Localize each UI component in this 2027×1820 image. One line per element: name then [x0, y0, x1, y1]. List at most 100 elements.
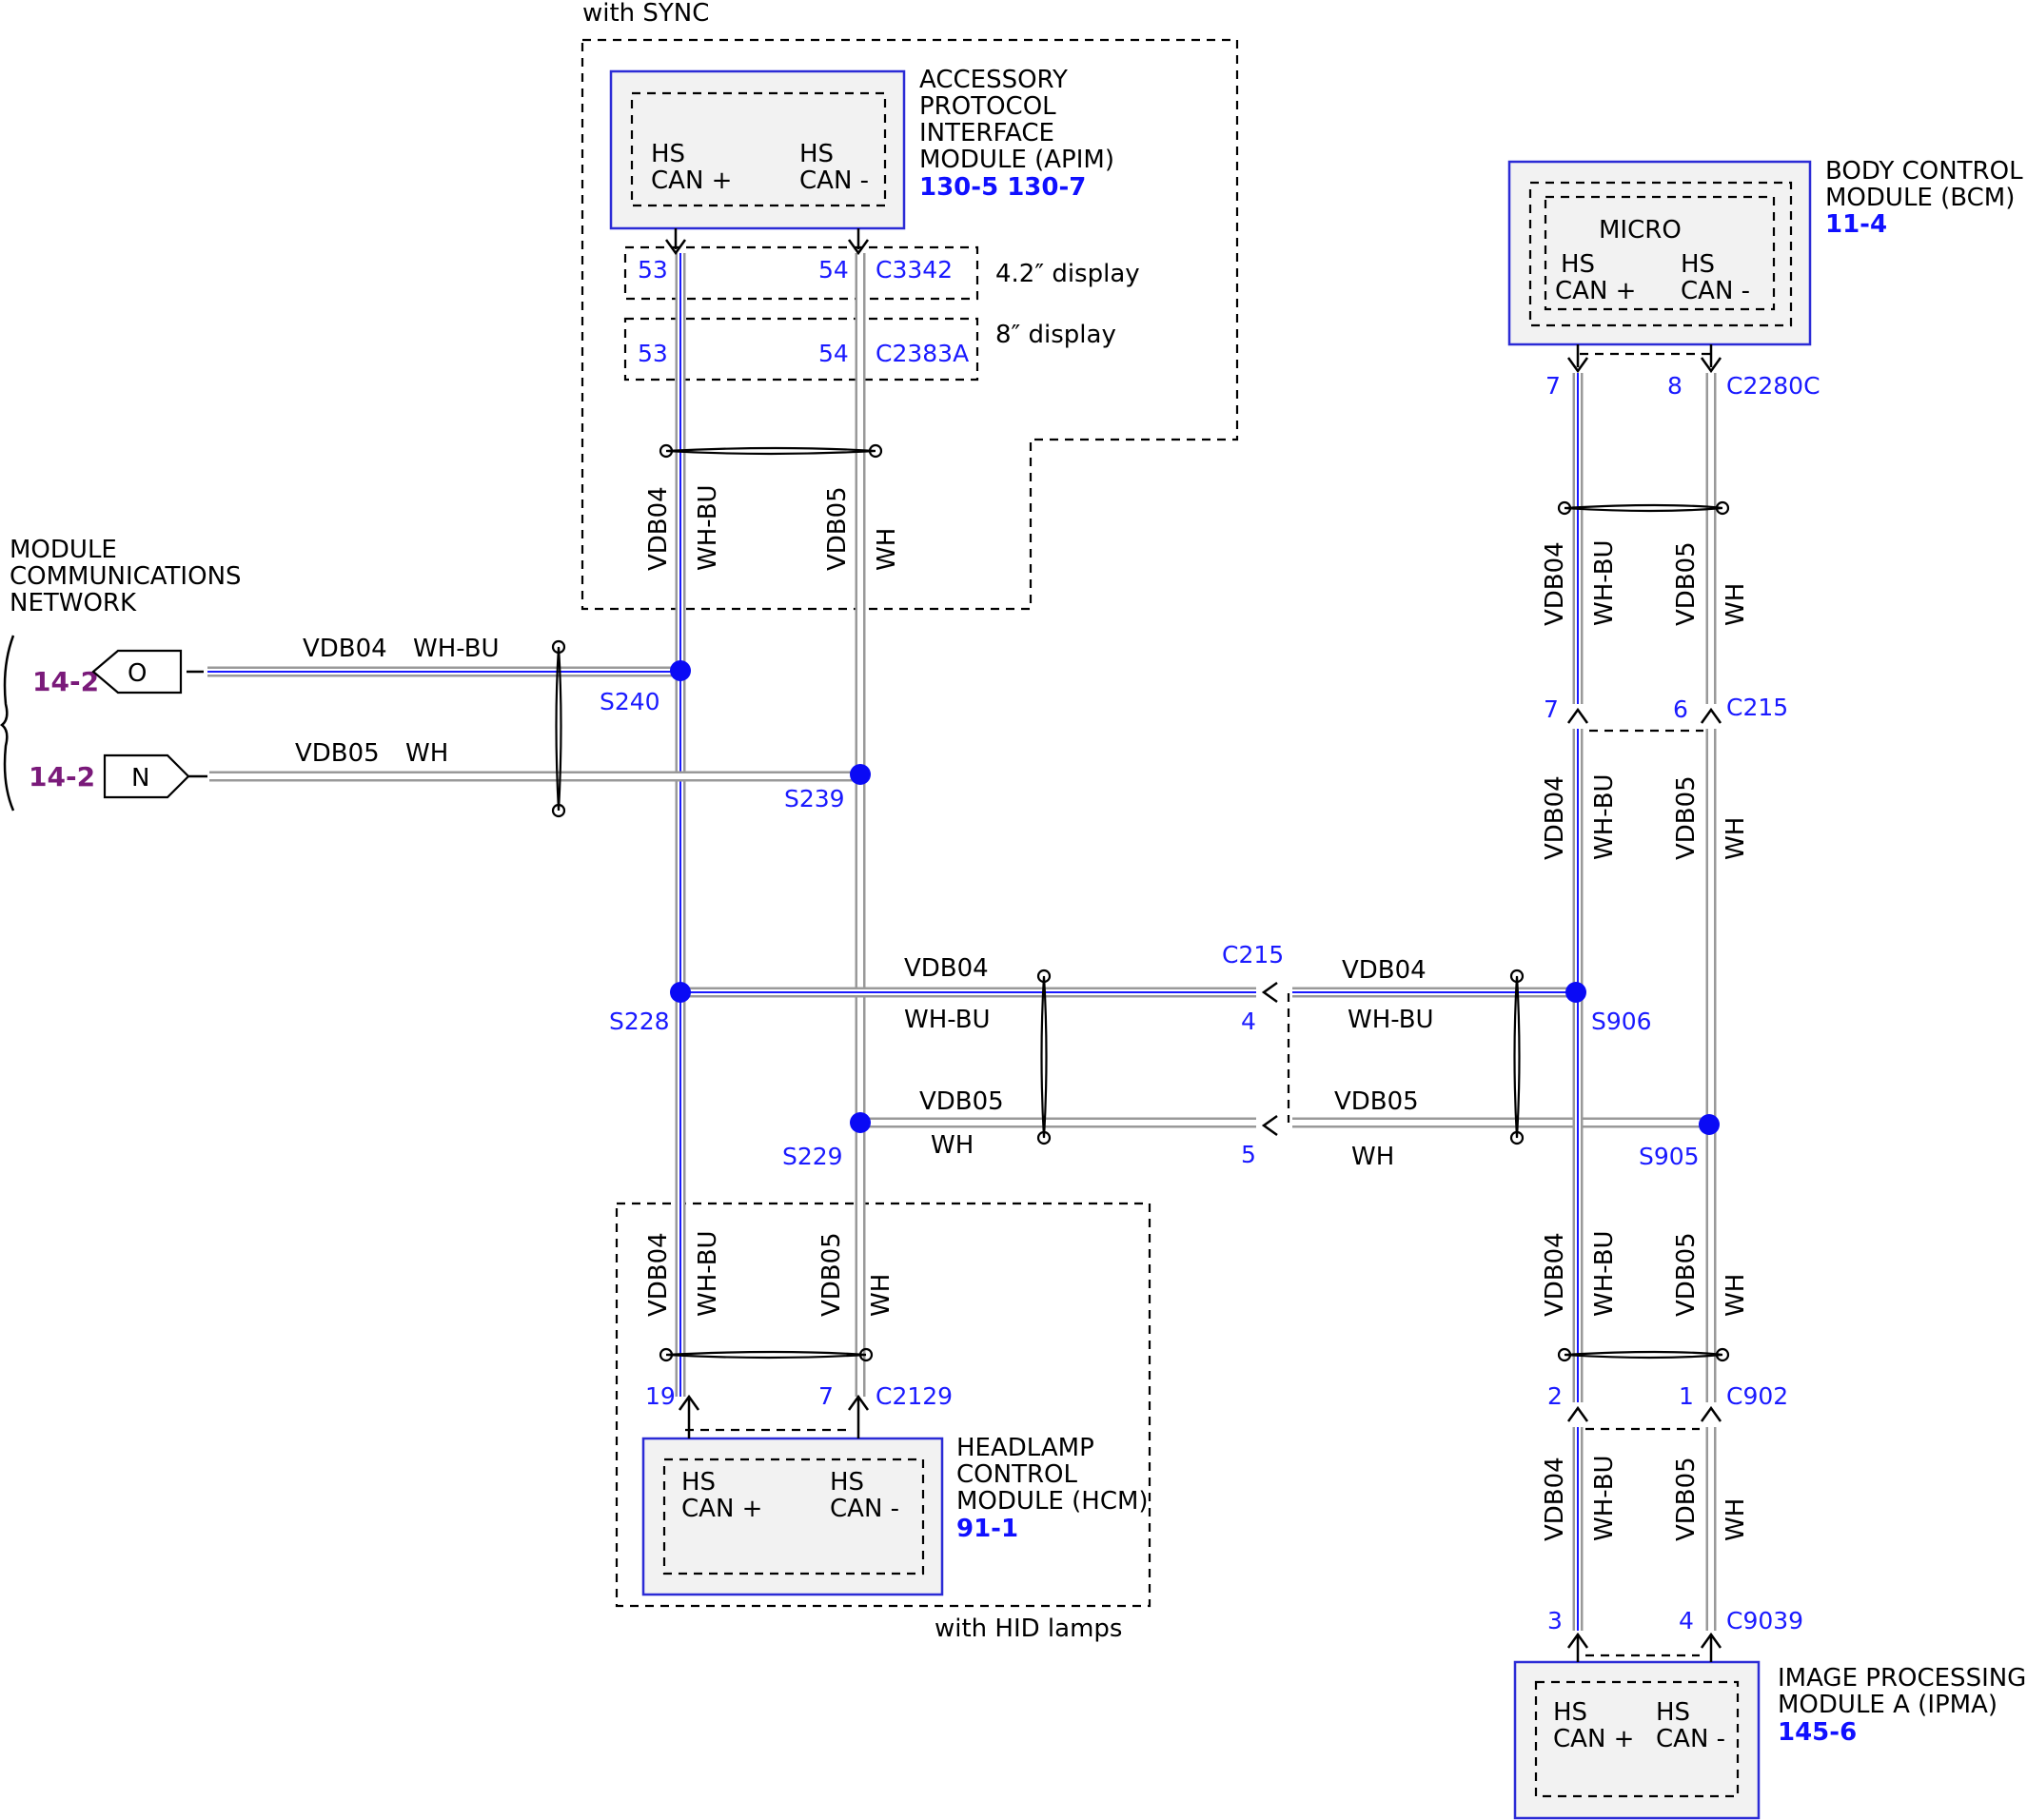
c2383a-name: C2383A [876, 340, 969, 367]
svg-text:WH: WH [873, 528, 901, 571]
c215-bcm-name: C215 [1726, 694, 1788, 721]
svg-text:VDB04: VDB04 [1541, 541, 1569, 626]
apim-label: ACCESSORY PROTOCOL INTERFACE MODULE (API… [919, 66, 1114, 202]
hcm-module: HS CAN + HS CAN - [641, 1437, 944, 1596]
hcm-label: HEADLAMP CONTROL MODULE (HCM) 91-1 [956, 1434, 1149, 1543]
svg-text:WH-BU: WH-BU [1590, 1230, 1619, 1317]
svg-text:11-4: 11-4 [1825, 210, 1887, 239]
svg-text:O: O [128, 659, 147, 688]
display-42-label: 4.2″ display [995, 260, 1140, 288]
svg-text:HS: HS [799, 140, 834, 168]
svg-text:VDB04: VDB04 [644, 1232, 673, 1317]
c2129-name: C2129 [876, 1382, 953, 1410]
c3342-housing [623, 245, 979, 301]
svg-text:INTERFACE: INTERFACE [919, 119, 1054, 147]
mid-vdb04-right: VDB04 [1342, 956, 1427, 985]
svg-text:VDB05: VDB05 [1672, 775, 1701, 860]
net-top-color: WH-BU [413, 635, 500, 663]
c9039-pin-b: 4 [1679, 1607, 1694, 1634]
svg-text:VDB04: VDB04 [1541, 1457, 1569, 1541]
sync-zone-label: with SYNC [582, 0, 709, 28]
svg-text:MODULE (HCM): MODULE (HCM) [956, 1487, 1149, 1516]
svg-text:MODULE (APIM): MODULE (APIM) [919, 146, 1114, 174]
svg-text:MODULE (BCM): MODULE (BCM) [1825, 184, 2015, 212]
c2280c-pin-b: 8 [1667, 372, 1683, 400]
splice-s240: S240 [600, 688, 660, 715]
wires [207, 253, 1717, 1631]
svg-text:VDB05: VDB05 [1672, 1232, 1701, 1317]
mid-vdb05-right: VDB05 [1334, 1087, 1419, 1116]
svg-text:CAN +: CAN + [1555, 277, 1636, 305]
c3342-pin-a: 53 [638, 256, 668, 284]
net-bottom-circuit: VDB05 [295, 739, 380, 768]
svg-text:CAN +: CAN + [681, 1495, 762, 1523]
svg-text:CAN +: CAN + [651, 166, 732, 195]
svg-text:HS: HS [651, 140, 685, 168]
svg-text:BODY CONTROL: BODY CONTROL [1825, 157, 2023, 186]
bcm-label: BODY CONTROL MODULE (BCM) 11-4 [1825, 157, 2023, 239]
mid-wh-left: WH [931, 1131, 974, 1160]
svg-text:IMAGE PROCESSING: IMAGE PROCESSING [1778, 1664, 2026, 1693]
svg-text:WH: WH [1722, 583, 1750, 626]
network-ref-top: 14-2 [32, 666, 99, 697]
svg-text:VDB04: VDB04 [1541, 775, 1569, 860]
network-label: MODULE COMMUNICATIONS NETWORK [10, 536, 242, 617]
c215-mid-pin-a: 4 [1241, 1008, 1256, 1035]
splice-s906: S906 [1591, 1008, 1652, 1035]
network-terminal-n: N [103, 753, 207, 799]
mid-wh-right: WH [1351, 1143, 1394, 1171]
net-top-circuit: VDB04 [303, 635, 387, 663]
c3342-pin-b: 54 [818, 256, 849, 284]
network-ref-bottom: 14-2 [29, 761, 95, 793]
svg-text:CAN -: CAN - [1656, 1725, 1725, 1753]
svg-text:HS: HS [681, 1468, 716, 1497]
svg-text:CONTROL: CONTROL [956, 1460, 1077, 1489]
splices [670, 660, 1720, 1135]
svg-text:130-5 130-7: 130-5 130-7 [919, 173, 1086, 202]
svg-text:CAN +: CAN + [1553, 1725, 1634, 1753]
pin-terminals [664, 228, 1722, 1662]
c2383a-pin-a: 53 [638, 340, 668, 367]
svg-text:WH: WH [1722, 1498, 1750, 1541]
c2129-pin-b: 7 [818, 1382, 834, 1410]
svg-text:PROTOCOL: PROTOCOL [919, 92, 1056, 121]
splice-s905: S905 [1639, 1143, 1700, 1170]
svg-text:VDB04: VDB04 [1541, 1232, 1569, 1317]
network-brace [0, 635, 15, 812]
svg-text:NETWORK: NETWORK [10, 589, 137, 617]
net-bottom-color: WH [405, 739, 448, 768]
mid-vdb04-left: VDB04 [904, 954, 989, 983]
hid-zone-label: with HID lamps [935, 1615, 1122, 1643]
c9039-name: C9039 [1726, 1607, 1803, 1634]
splice-s239: S239 [784, 785, 845, 812]
svg-text:WH-BU: WH-BU [1590, 773, 1619, 860]
svg-text:HS: HS [1681, 250, 1715, 279]
c215-bcm-pin-a: 7 [1544, 695, 1559, 723]
svg-text:WH: WH [1722, 817, 1750, 860]
mid-whbu-right: WH-BU [1348, 1006, 1434, 1034]
svg-text:MODULE A (IPMA): MODULE A (IPMA) [1778, 1691, 1997, 1719]
apim-module: HS CAN + HS CAN - [609, 69, 906, 230]
c2280c-pin-a: 7 [1545, 372, 1561, 400]
sync-zone-border [581, 38, 1239, 611]
svg-text:CAN -: CAN - [1681, 277, 1750, 305]
svg-text:HS: HS [1656, 1698, 1690, 1727]
c2280c-name: C2280C [1726, 372, 1820, 400]
splice-s228: S228 [609, 1008, 670, 1035]
hid-zone-border [615, 1202, 1151, 1608]
svg-text:HS: HS [830, 1468, 864, 1497]
svg-text:VDB05: VDB05 [1672, 1457, 1701, 1541]
c902-pin-a: 2 [1547, 1382, 1563, 1410]
svg-text:WH-BU: WH-BU [694, 484, 722, 571]
svg-text:CAN -: CAN - [799, 166, 869, 195]
network-terminal-o: O [91, 649, 204, 695]
svg-text:VDB05: VDB05 [823, 486, 852, 571]
display-8-label: 8″ display [995, 321, 1116, 349]
svg-text:COMMUNICATIONS: COMMUNICATIONS [10, 562, 242, 591]
svg-text:HS: HS [1553, 1698, 1587, 1727]
c2129-pin-a: 19 [645, 1382, 676, 1410]
vertical-wire-labels: VDB04 WH-BU VDB05 WH VDB04 WH-BU VDB05 W… [644, 484, 1750, 1541]
svg-text:WH-BU: WH-BU [1590, 539, 1619, 626]
c215-mid-pin-b: 5 [1241, 1141, 1256, 1168]
svg-text:91-1: 91-1 [956, 1515, 1018, 1543]
